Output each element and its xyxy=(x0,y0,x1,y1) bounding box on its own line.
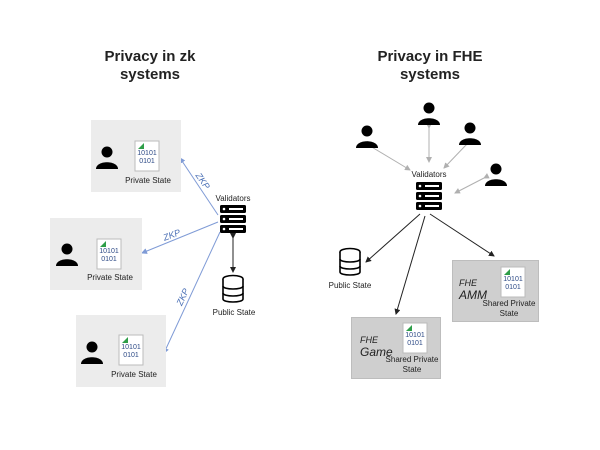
shared-private-line2: State xyxy=(499,309,519,318)
fhe-user-arrow-1 xyxy=(364,140,411,171)
server-icon xyxy=(220,205,246,233)
zkp-arrow-mid xyxy=(141,221,219,254)
private-state-label: Private State xyxy=(111,370,157,379)
user-icon xyxy=(459,122,481,145)
private-state-label: Private State xyxy=(125,176,171,185)
fhe-label: FHE xyxy=(360,335,378,345)
zkp-arrow-top xyxy=(179,157,219,216)
binary-line1: 10101 xyxy=(121,344,141,351)
binary-line1: 10101 xyxy=(99,248,119,255)
database-icon xyxy=(222,274,244,303)
shared-private-line1: Shared Private xyxy=(482,299,536,308)
binary-line2: 0101 xyxy=(123,352,139,359)
binary-line2: 0101 xyxy=(139,158,155,165)
fhe-amm-arrow xyxy=(429,213,495,257)
fhe-user-arrow-4 xyxy=(454,173,490,194)
document-icon: 10101 0101 xyxy=(134,140,160,172)
binary-line1: 10101 xyxy=(503,276,523,283)
binary-line2: 0101 xyxy=(505,284,521,291)
private-state-label: Private State xyxy=(87,273,133,282)
document-icon: 10101 0101 xyxy=(500,266,526,298)
zk-title: Privacy in zk systems xyxy=(85,48,215,84)
user-icon xyxy=(96,146,118,169)
fhe-game-title: FHE Game xyxy=(360,334,393,358)
fhe-label: FHE xyxy=(459,278,477,288)
fhe-public-state-arrow xyxy=(365,213,421,263)
document-icon: 10101 0101 xyxy=(402,322,428,354)
server-icon xyxy=(416,182,442,210)
binary-line2: 0101 xyxy=(101,256,117,263)
user-icon xyxy=(56,243,78,266)
fhe-user-arrow-3 xyxy=(443,139,472,169)
document-icon: 10101 0101 xyxy=(96,238,122,270)
shared-private-line1: Shared Private xyxy=(385,355,439,364)
zk-title-line2: systems xyxy=(119,66,181,83)
zk-validators-label: Validators xyxy=(215,194,251,203)
fhe-title: Privacy in FHE systems xyxy=(360,48,500,84)
fhe-game-arrow xyxy=(394,215,426,315)
user-icon xyxy=(81,341,103,364)
binary-line1: 10101 xyxy=(137,150,157,157)
amm-label: AMM xyxy=(459,288,487,302)
zk-public-state-label: Public State xyxy=(212,308,256,317)
game-shared-private-state-label: Shared Private State xyxy=(380,355,444,375)
fhe-amm-title: FHE AMM xyxy=(459,277,487,301)
zkp-arrow-bottom xyxy=(163,231,221,354)
fhe-title-line2: systems xyxy=(399,66,461,83)
amm-shared-private-state-label: Shared Private State xyxy=(478,299,540,319)
fhe-title-line1: Privacy in FHE xyxy=(377,48,483,65)
binary-line1: 10101 xyxy=(405,332,425,339)
user-icon xyxy=(356,125,378,148)
binary-line2: 0101 xyxy=(407,340,423,347)
database-icon xyxy=(339,247,361,276)
game-label: Game xyxy=(360,345,393,359)
user-icon xyxy=(485,163,507,186)
zk-title-line1: Privacy in zk xyxy=(104,48,196,65)
user-icon xyxy=(418,102,440,125)
fhe-validators-label: Validators xyxy=(411,170,447,179)
fhe-public-state-label: Public State xyxy=(328,281,372,290)
document-icon: 10101 0101 xyxy=(118,334,144,366)
shared-private-line2: State xyxy=(402,365,422,374)
